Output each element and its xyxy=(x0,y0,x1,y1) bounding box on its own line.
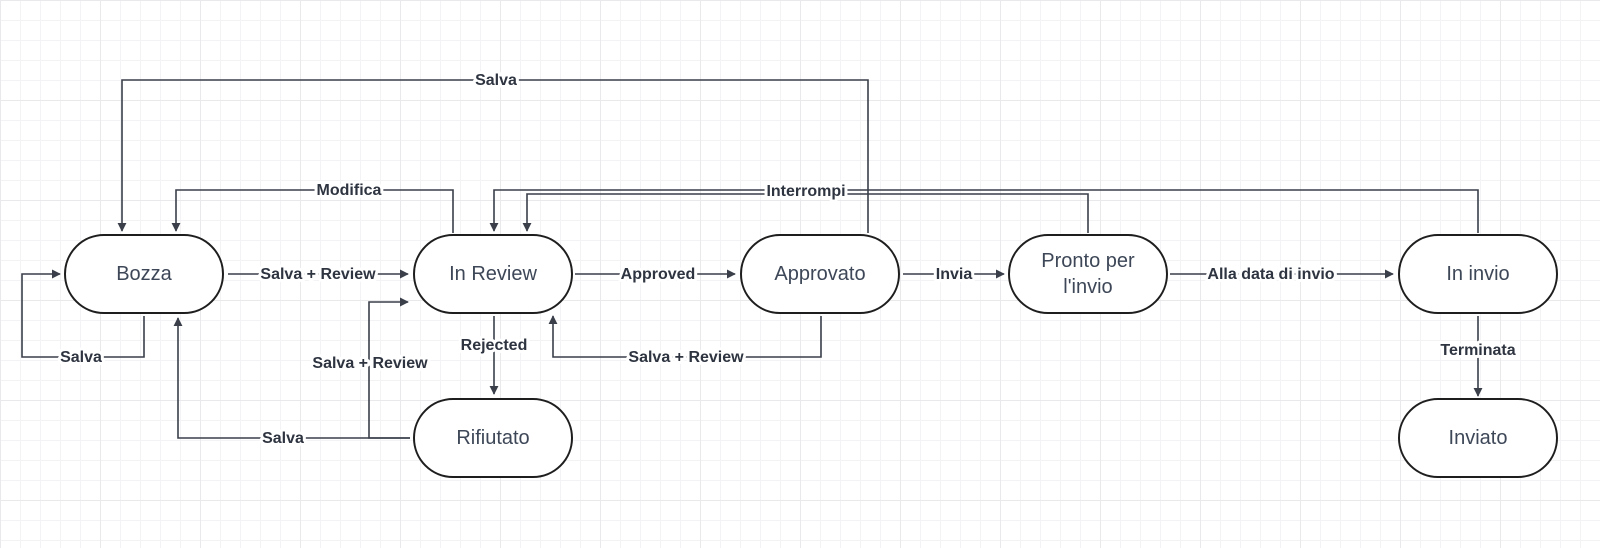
label-rejected: Rejected xyxy=(461,337,528,354)
edge-approvato-to-bozza xyxy=(117,79,869,233)
label-alla-data: Alla data di invio xyxy=(1207,266,1334,283)
label-terminata: Terminata xyxy=(1440,342,1515,359)
label-modifica: Modifica xyxy=(317,182,382,199)
edge-pronto-to-review xyxy=(522,193,1089,233)
node-approvato[interactable]: Approvato xyxy=(740,234,900,314)
edge-rifiutato-to-bozza xyxy=(173,317,410,439)
edge-approvato-to-review xyxy=(548,315,822,358)
label-bozza-self: Salva xyxy=(60,349,102,366)
label-invia: Invia xyxy=(936,266,973,283)
label-interrompi: Interrompi xyxy=(766,183,845,200)
label-salva-top: Salva xyxy=(475,72,517,89)
node-inviato[interactable]: Inviato xyxy=(1398,398,1558,478)
label-bozza-to-review: Salva + Review xyxy=(260,266,376,283)
label-approvato-to-review: Salva + Review xyxy=(628,349,744,366)
edge-bozza-self xyxy=(21,269,145,358)
edge-review-to-bozza xyxy=(171,189,454,233)
node-rifiutato[interactable]: Rifiutato xyxy=(413,398,573,478)
label-rifiutato-to-bozza: Salva xyxy=(262,430,304,447)
node-bozza[interactable]: Bozza xyxy=(64,234,224,314)
label-rifiutato-to-review: Salva + Review xyxy=(312,355,428,372)
edge-ininvio-to-review xyxy=(489,189,1479,233)
node-in-review[interactable]: In Review xyxy=(413,234,573,314)
node-in-invio[interactable]: In invio xyxy=(1398,234,1558,314)
label-approved: Approved xyxy=(621,266,696,283)
node-pronto-per-invio[interactable]: Pronto per l'invio xyxy=(1008,234,1168,314)
